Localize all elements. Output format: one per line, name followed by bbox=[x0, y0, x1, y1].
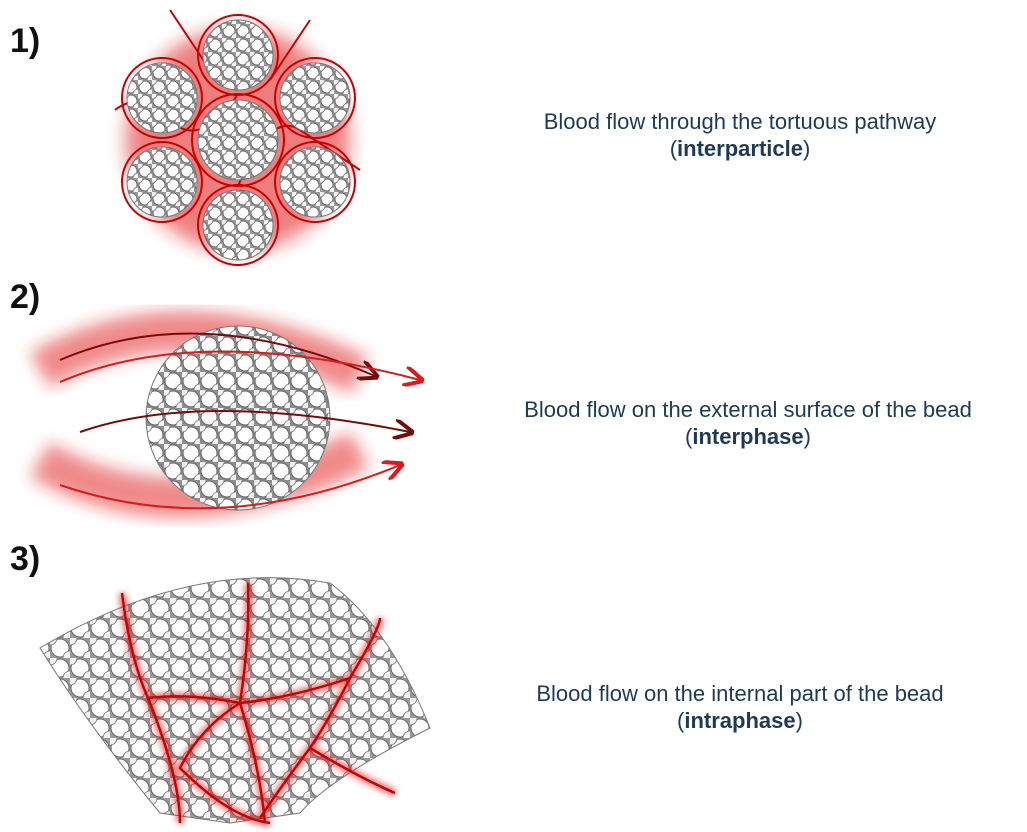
panel-1-number: 1) bbox=[10, 22, 40, 61]
interparticle-illustration bbox=[110, 10, 370, 260]
interphase-illustration bbox=[20, 300, 460, 530]
caption-term: interphase bbox=[692, 424, 803, 449]
panel-2-caption: Blood flow on the external surface of th… bbox=[470, 396, 1026, 450]
caption-term-line: (interparticle) bbox=[470, 135, 1010, 162]
paren-close: ) bbox=[796, 708, 803, 733]
paren-close: ) bbox=[804, 424, 811, 449]
panel-3-caption: Blood flow on the internal part of the b… bbox=[470, 680, 1010, 734]
paren-open: ( bbox=[670, 136, 677, 161]
caption-line: Blood flow on the internal part of the b… bbox=[470, 680, 1010, 707]
panel-1-caption: Blood flow through the tortuous pathway … bbox=[470, 108, 1010, 162]
paren-close: ) bbox=[803, 136, 810, 161]
caption-term-line: (intraphase) bbox=[470, 707, 1010, 734]
caption-line: Blood flow on the external surface of th… bbox=[470, 396, 1026, 423]
panel-3-number: 3) bbox=[10, 540, 40, 579]
caption-term: interparticle bbox=[677, 136, 803, 161]
caption-line: Blood flow through the tortuous pathway bbox=[470, 108, 1010, 135]
caption-term-line: (interphase) bbox=[470, 423, 1026, 450]
caption-term: intraphase bbox=[684, 708, 795, 733]
intraphase-illustration bbox=[30, 578, 440, 828]
